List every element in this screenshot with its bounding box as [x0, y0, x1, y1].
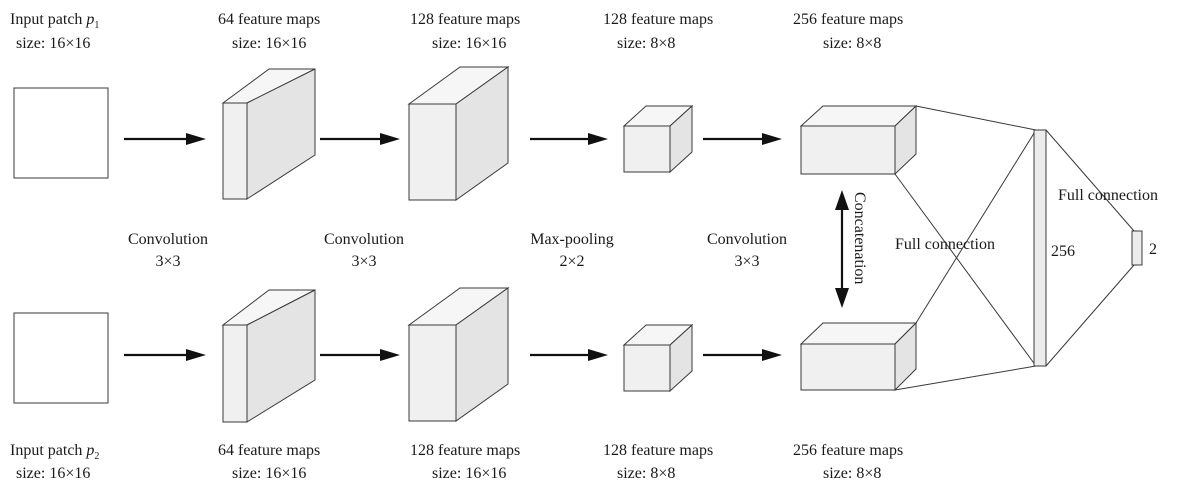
op3-kernel: 2×2 [559, 253, 584, 270]
concatenation-arrow [835, 190, 849, 308]
top-stage2-title: 128 feature maps [410, 11, 520, 28]
top-arrow-1 [124, 133, 206, 145]
fc2-output-bar [1131, 230, 1143, 266]
bottom-stage4-size: size: 8×8 [823, 465, 881, 482]
operation-labels: Convolution 3×3 Convolution 3×3 Max-pool… [128, 231, 787, 270]
bottom-arrow-3 [530, 349, 608, 361]
top-arrow-2 [320, 133, 400, 145]
op2-kernel: 3×3 [351, 253, 376, 270]
bottom-input-size: size: 16×16 [16, 465, 90, 482]
top-stage1-title: 64 feature maps [218, 11, 320, 28]
top-stage1-size: size: 16×16 [232, 35, 306, 52]
bottom-stage1-size: size: 16×16 [232, 465, 306, 482]
top-stage3-block [622, 104, 694, 174]
op4-kernel: 3×3 [734, 253, 759, 270]
top-stage3-title: 128 feature maps [603, 11, 713, 28]
fc1-label: Full connection [895, 236, 995, 253]
bottom-stage2-block [407, 287, 510, 422]
top-arrow-4 [703, 133, 782, 145]
top-input-patch [13, 87, 109, 179]
bottom-row: Input patch p2 size: 16×16 64 feature ma… [10, 287, 918, 482]
top-stage4-title: 256 feature maps [793, 11, 903, 28]
top-stage2-size: size: 16×16 [432, 35, 506, 52]
bottom-arrow-4 [703, 349, 782, 361]
bottom-input-patch [13, 312, 109, 404]
bottom-arrow-1 [124, 349, 206, 361]
fc1-connections [894, 105, 1037, 391]
top-stage2-block [407, 66, 510, 201]
fc2-units: 2 [1149, 241, 1157, 258]
op3-name: Max-pooling [530, 231, 614, 248]
bottom-stage3-size: size: 8×8 [617, 465, 675, 482]
concatenation-label: Concatenation [851, 192, 868, 284]
top-stage1-block [221, 68, 316, 200]
bottom-stage2-size: size: 16×16 [432, 465, 506, 482]
bottom-stage3-block [622, 323, 694, 393]
top-stage4-size: size: 8×8 [823, 35, 881, 52]
bottom-stage4-title: 256 feature maps [793, 442, 903, 459]
op2-name: Convolution [324, 231, 404, 248]
bottom-stage3-title: 128 feature maps [603, 442, 713, 459]
top-input-label: Input patch p1 [10, 11, 99, 31]
fc2-label: Full connection [1058, 187, 1158, 204]
fc1-layer-bar [1033, 129, 1047, 367]
top-arrow-3 [530, 133, 608, 145]
op1-kernel: 3×3 [155, 253, 180, 270]
top-row: Input patch p1 size: 16×16 64 feature ma… [10, 11, 918, 201]
bottom-input-label: Input patch p2 [10, 442, 99, 462]
fc2-connections [1045, 129, 1135, 367]
bottom-stage1-block [221, 289, 316, 423]
top-input-size: size: 16×16 [16, 35, 90, 52]
bottom-arrow-2 [320, 349, 400, 361]
op1-name: Convolution [128, 231, 208, 248]
top-stage3-size: size: 8×8 [617, 35, 675, 52]
bottom-stage4-block [799, 321, 918, 392]
fc1-units: 256 [1051, 243, 1075, 260]
bottom-stage1-title: 64 feature maps [218, 442, 320, 459]
top-stage4-block [799, 104, 918, 176]
op4-name: Convolution [707, 231, 787, 248]
bottom-stage2-title: 128 feature maps [410, 442, 520, 459]
